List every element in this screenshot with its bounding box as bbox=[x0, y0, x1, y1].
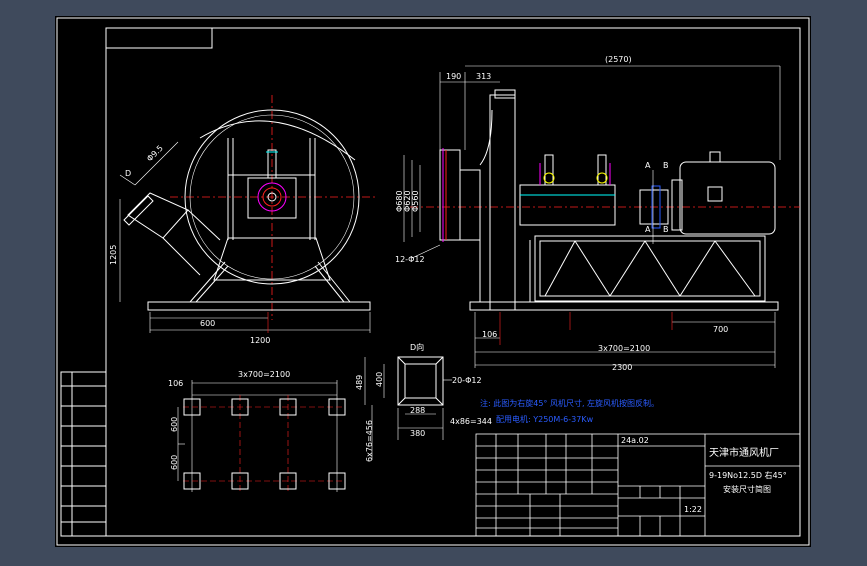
title-drawing-no: 24a.02 bbox=[621, 436, 649, 445]
dim-phi-680: Φ680 bbox=[395, 190, 404, 212]
title-scale: 1:22 bbox=[684, 505, 702, 514]
dview-holes: 20-Φ12 bbox=[452, 376, 482, 385]
side-binding-table bbox=[60, 371, 107, 537]
dim-holes-12: 12-Φ12 bbox=[395, 255, 425, 264]
dim-313: 313 bbox=[476, 72, 491, 81]
dim-plan-600a: 600 bbox=[170, 417, 179, 432]
dview-dim-400: 400 bbox=[375, 372, 384, 387]
dim-phi-560: Φ560 bbox=[411, 190, 420, 212]
dview-dim-4x86: 4x86=344 bbox=[450, 417, 492, 426]
sheet-border bbox=[56, 17, 810, 546]
title-drawing-name: 安装尺寸简图 bbox=[723, 484, 771, 494]
dview-dim-288: 288 bbox=[410, 406, 425, 415]
dim-overall-2570: (2570) bbox=[605, 55, 632, 64]
section-b-bottom: B bbox=[663, 225, 669, 234]
dview-dim-489: 489 bbox=[355, 375, 364, 390]
dim-side-106: 106 bbox=[482, 330, 497, 339]
label-d-arrow: D bbox=[125, 169, 131, 178]
note-line-2: 配用电机: Y250M-6-37Kw bbox=[496, 414, 594, 424]
note-line-1: 注: 此图为右旋45° 风机尺寸, 左旋风机按图反制。 bbox=[480, 398, 659, 408]
side-view bbox=[403, 65, 800, 368]
title-product: 9-19No12.5D 右45° bbox=[709, 470, 787, 480]
section-a-top: A bbox=[645, 161, 651, 170]
dim-plan-600b: 600 bbox=[170, 455, 179, 470]
dview-dim-6x76: 6x76=456 bbox=[365, 420, 374, 462]
corner-box bbox=[105, 27, 213, 49]
front-view bbox=[119, 95, 375, 333]
d-direction-view bbox=[364, 356, 452, 460]
foundation-plan bbox=[177, 380, 346, 492]
section-b-top: B bbox=[663, 161, 669, 170]
dim-side-700: 700 bbox=[713, 325, 728, 334]
dim-side-3x700: 3x700=2100 bbox=[598, 344, 650, 353]
title-block bbox=[475, 433, 801, 537]
dim-190: 190 bbox=[446, 72, 461, 81]
drawing-sheet bbox=[55, 16, 811, 547]
dview-dim-380: 380 bbox=[410, 429, 425, 438]
dim-height-1205: 1205 bbox=[109, 245, 118, 265]
title-company: 天津市通风机厂 bbox=[709, 446, 779, 459]
dim-plan-106: 106 bbox=[168, 379, 183, 388]
section-a-bottom: A bbox=[645, 225, 651, 234]
dim-phi-620: Φ620 bbox=[403, 190, 412, 212]
dview-title: D向 bbox=[410, 342, 424, 352]
drawing-frame bbox=[105, 27, 801, 537]
dim-front-600: 600 bbox=[200, 319, 215, 328]
dim-front-1200: 1200 bbox=[250, 336, 270, 345]
dim-plan-3x700: 3x700=2100 bbox=[238, 370, 290, 379]
dim-side-2300: 2300 bbox=[612, 363, 632, 372]
